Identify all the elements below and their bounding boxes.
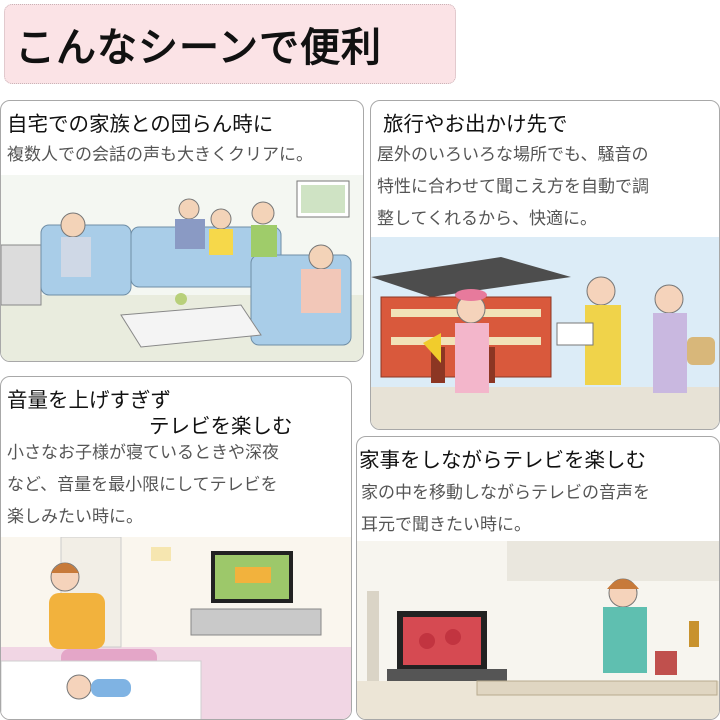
scene-panel-quiet-tv: 音量を上げすぎず テレビを楽しむ 小さなお子様が寝ているときや深夜 など、音量を…: [0, 376, 352, 720]
quiet-tv-illustration: [1, 537, 351, 719]
panel-body-line: 特性に合わせて聞こえ方を自動で調: [377, 177, 649, 197]
housework-illustration: [357, 541, 719, 719]
panel-heading: テレビを楽しむ: [149, 414, 293, 438]
panel-body-line: 耳元で聞きたい時に。: [361, 515, 531, 535]
panel-body-line: 整してくれるから、快適に。: [377, 209, 597, 229]
panel-body-line: など、音量を最小限にしてテレビを: [7, 475, 278, 495]
family-living-room-illustration: [1, 175, 363, 361]
panel-heading: 音量を上げすぎず: [7, 388, 171, 412]
panel-heading: 自宅での家族との団らん時に: [7, 112, 274, 136]
panel-body-line: 屋外のいろいろな場所でも、騒音の: [377, 145, 649, 165]
panel-body-line: 家の中を移動しながらテレビの音声を: [361, 483, 650, 503]
travel-temple-illustration: [371, 237, 719, 429]
page-title: こんなシーンで便利: [15, 25, 382, 71]
title-banner: こんなシーンで便利: [4, 4, 456, 84]
scene-panel-family: 自宅での家族との団らん時に 複数人での会話の声も大きくクリアに。: [0, 100, 364, 362]
panel-heading: 家事をしながらテレビを楽しむ: [359, 448, 646, 472]
panel-body-line: 複数人での会話の声も大きくクリアに。: [7, 145, 313, 165]
scene-panel-travel: 旅行やお出かけ先で 屋外のいろいろな場所でも、騒音の 特性に合わせて聞こえ方を自…: [370, 100, 720, 430]
panel-body-line: 小さなお子様が寝ているときや深夜: [7, 443, 279, 463]
panel-heading: 旅行やお出かけ先で: [383, 112, 568, 136]
scene-panel-housework: 家事をしながらテレビを楽しむ 家の中を移動しながらテレビの音声を 耳元で聞きたい…: [356, 436, 720, 720]
panel-body-line: 楽しみたい時に。: [7, 507, 143, 527]
